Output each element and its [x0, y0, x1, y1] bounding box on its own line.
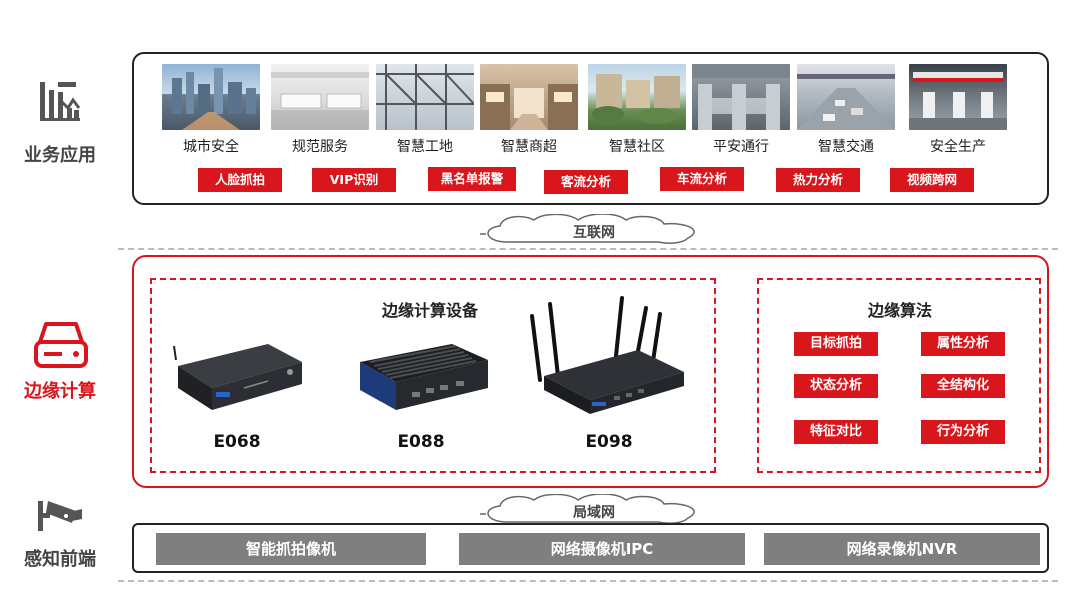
- algorithm-tag: 目标抓拍: [794, 332, 878, 356]
- edge-devices-frame: [150, 278, 716, 473]
- algorithm-tag: 属性分析: [921, 332, 1005, 356]
- antenna-router-device: [526, 294, 696, 428]
- traffic-road-image: [797, 64, 895, 130]
- layer-label-perception: 感知前端: [24, 549, 96, 570]
- business-application-panel: [132, 52, 1049, 205]
- function-tag: 热力分析: [776, 168, 860, 192]
- finned-box-device: [356, 340, 492, 424]
- residential-community-image: [588, 64, 686, 130]
- function-tag: 黑名单报警: [428, 167, 516, 191]
- scene-label: 规范服务: [292, 139, 348, 155]
- perception-panel: [132, 523, 1049, 573]
- scene-label: 智慧商超: [501, 139, 557, 155]
- scene-label: 智慧工地: [397, 139, 453, 155]
- function-tag: VIP识别: [312, 168, 396, 192]
- edge-devices-title: 边缘计算设备: [381, 301, 478, 320]
- gateway-box-device: [172, 336, 308, 422]
- function-tag: 客流分析: [544, 170, 628, 194]
- edge-algorithms-frame: [757, 278, 1041, 473]
- algorithm-tag: 行为分析: [921, 420, 1005, 444]
- scene-label: 安全生产: [930, 139, 986, 155]
- internet-cloud-icon: [478, 213, 710, 252]
- algorithm-tag: 特征对比: [794, 420, 878, 444]
- scene-label: 平安通行: [713, 139, 769, 155]
- function-tag: 车流分析: [660, 167, 744, 191]
- internet-label: 互联网: [573, 225, 615, 241]
- lan-cloud-icon: [478, 493, 710, 532]
- gas-station-image: [909, 64, 1007, 130]
- function-tag: 人脸抓拍: [198, 168, 282, 192]
- layer-label-business: 业务应用: [24, 145, 96, 166]
- device-label: E068: [213, 432, 261, 452]
- service-hall-image: [271, 64, 369, 130]
- device-label: E098: [585, 432, 633, 452]
- surveillance-camera-icon: [36, 497, 84, 537]
- scene-label: 智慧交通: [818, 139, 874, 155]
- algorithm-tag: 状态分析: [794, 374, 878, 398]
- construction-site-image: [376, 64, 474, 130]
- device-label: E088: [397, 432, 445, 452]
- city-skyline-image: [162, 64, 260, 130]
- perception-device: 网络录像机NVR: [764, 533, 1040, 565]
- server-device-icon: [32, 320, 90, 376]
- layer-label-edge: 边缘计算: [24, 381, 96, 402]
- scene-label: 智慧社区: [609, 139, 665, 155]
- separator-line: [118, 248, 1058, 250]
- lan-label: 局域网: [573, 505, 615, 521]
- perception-device: 智能抓拍像机: [156, 533, 426, 565]
- algorithm-tag: 全结构化: [921, 374, 1005, 398]
- separator-line: [118, 580, 1058, 582]
- edge-algorithms-title: 边缘算法: [867, 301, 932, 320]
- perception-device: 网络摄像机IPC: [459, 533, 745, 565]
- scene-label: 城市安全: [183, 139, 239, 155]
- bar-chart-report-icon: [38, 78, 82, 128]
- edge-computing-panel: [132, 255, 1049, 488]
- shopping-mall-image: [480, 64, 578, 130]
- turnstile-gate-image: [692, 64, 790, 130]
- function-tag: 视频跨网: [890, 168, 974, 192]
